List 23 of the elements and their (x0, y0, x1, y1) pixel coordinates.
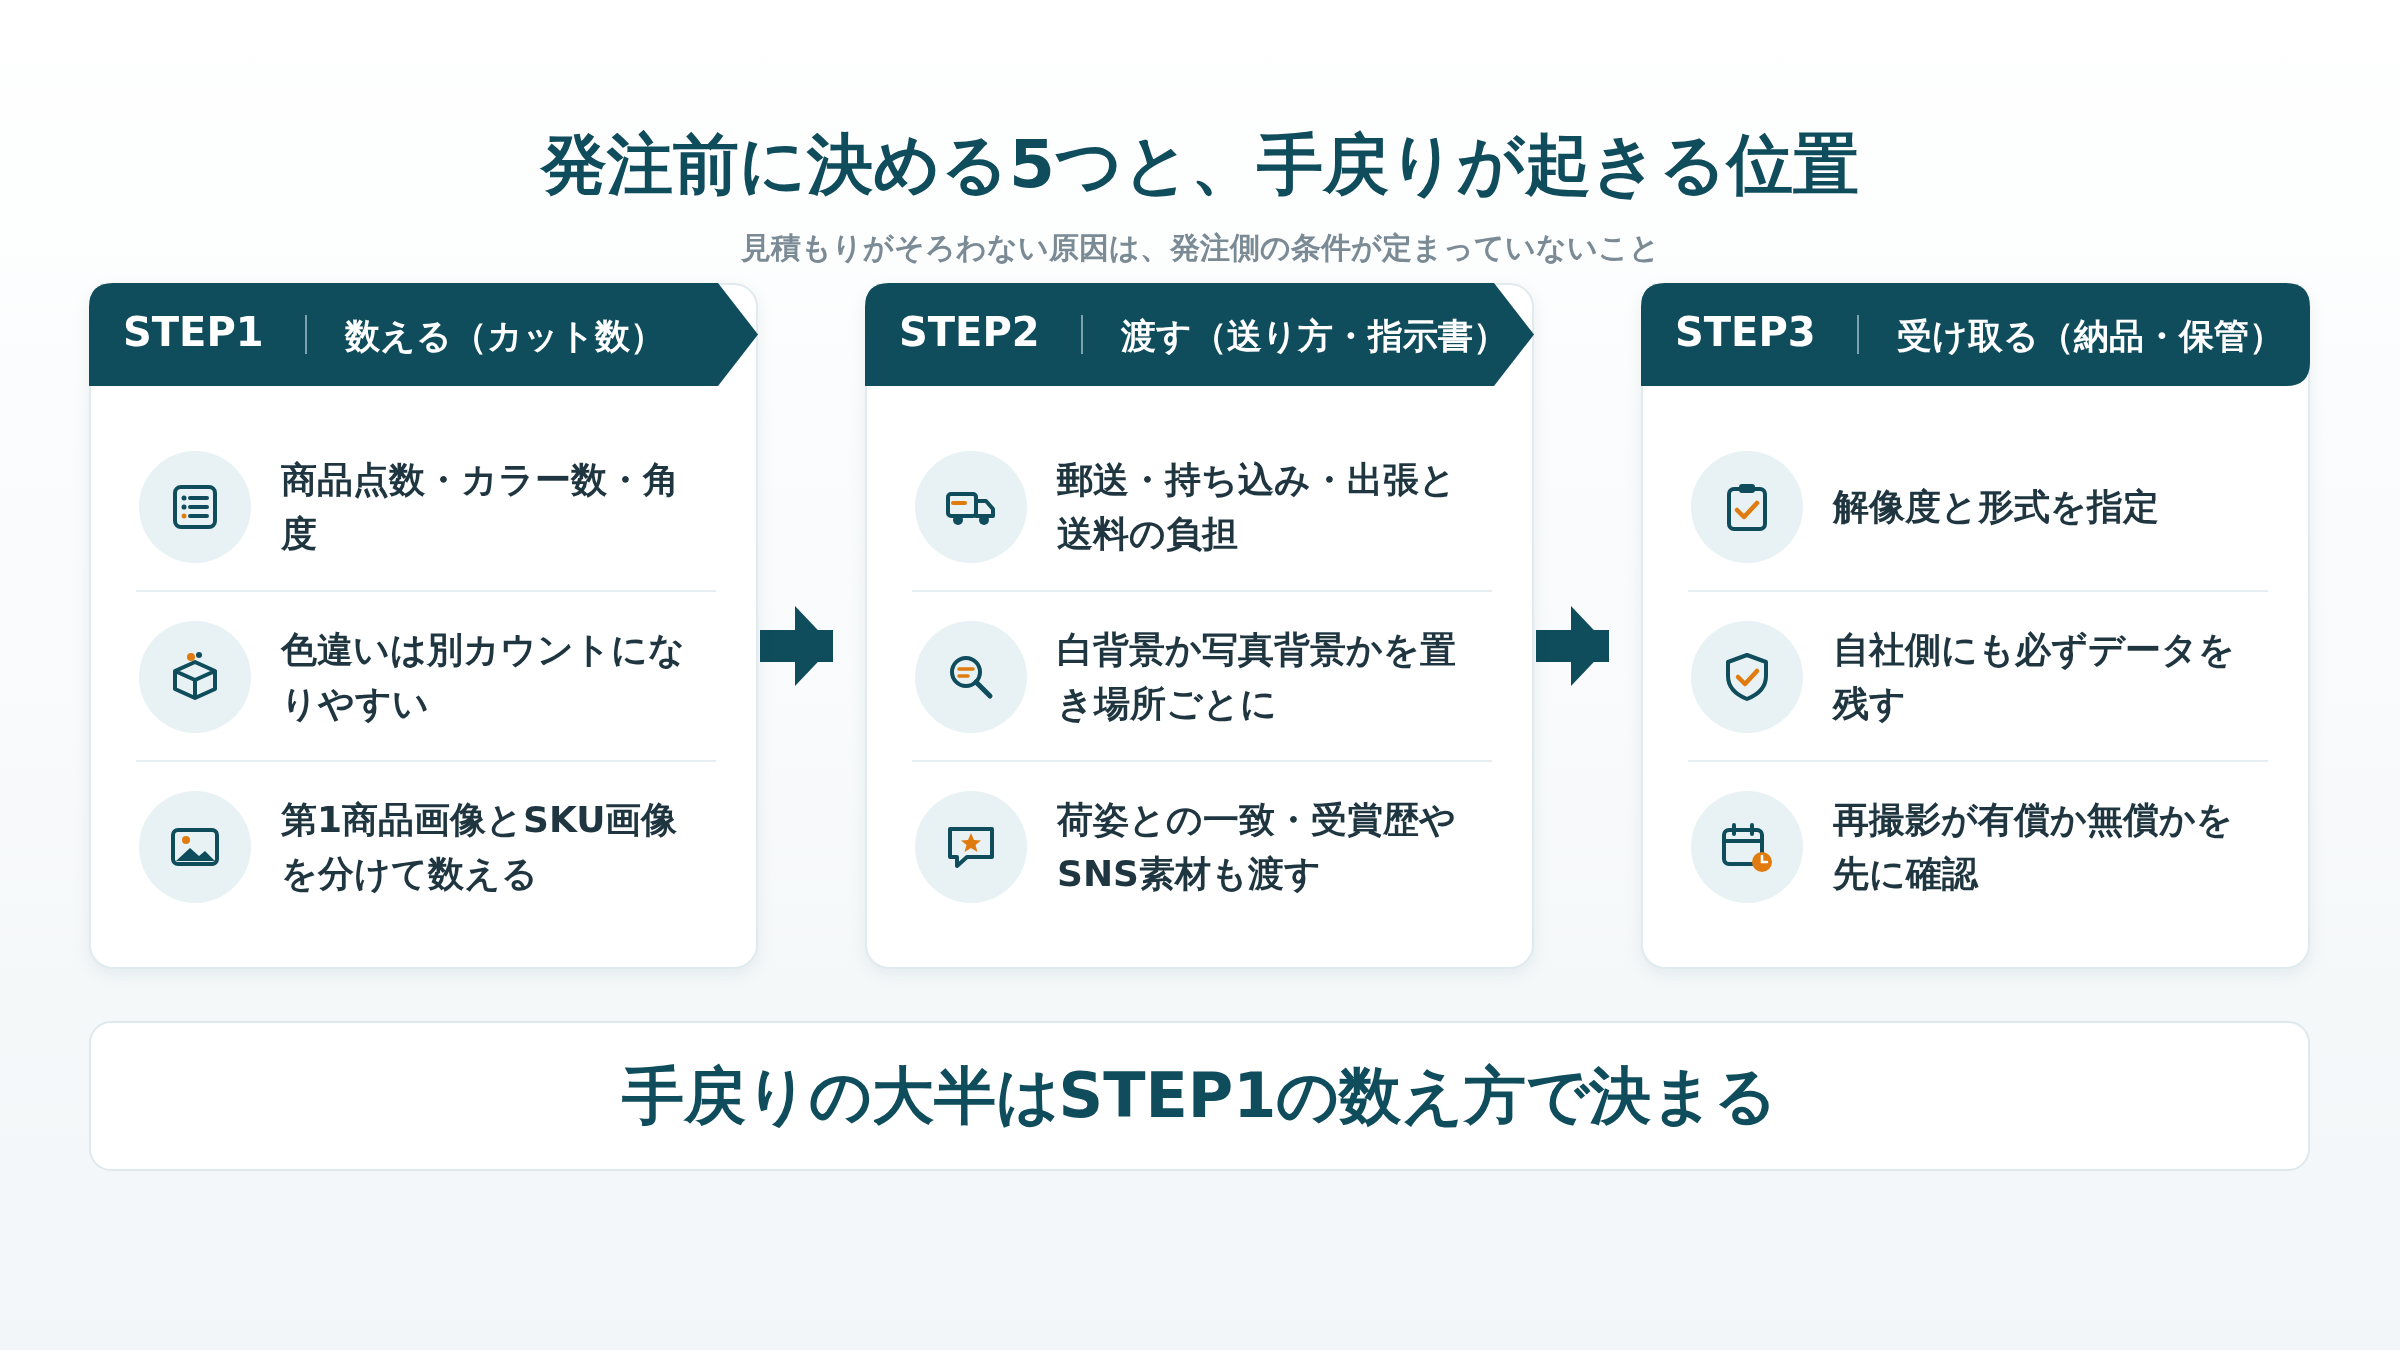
step-number: STEP3 (1675, 309, 1816, 355)
arrow (760, 606, 833, 686)
step-title: 渡す（送り方・指示書） (1121, 315, 1508, 358)
item-text: 郵送・持ち込み・出張と送料の負担 (1057, 458, 1457, 556)
item-text: 自社側にも必ずデータを残す (1833, 628, 2236, 726)
step-number: STEP1 (123, 309, 264, 355)
item-text: 白背景か写真背景かを置き場所ごとに (1057, 628, 1457, 726)
item-text: 再撮影が有償か無償かを先に確認 (1833, 798, 2234, 896)
item-text: 荷姿との一致・受賞歴やSNS素材も渡す (1057, 798, 1457, 896)
title: 発注前に決める5つと、手戻りが起きる位置 (539, 125, 1860, 205)
step-number: STEP2 (899, 309, 1040, 355)
arrow (1536, 606, 1609, 686)
step-card (865, 283, 1534, 969)
step-title: 受け取る（納品・保管） (1897, 315, 2284, 358)
item-text: 解像度と形式を指定 (1833, 485, 2159, 529)
subtitle: 見積もりがそろわない原因は、発注側の条件が定まっていないこと (739, 229, 1661, 267)
step-title: 数える（カット数） (345, 315, 665, 358)
step-card (1641, 283, 2310, 969)
step-card (89, 283, 758, 969)
item-text: 商品点数・カラー数・角度 (281, 458, 680, 556)
summary-banner: 手戻りの大半はSTEP1の数え方で決まる (89, 1021, 2310, 1171)
item-text: 第1商品画像とSKU画像を分けて数える (281, 798, 679, 896)
item-text: 色違いは別カウントになりやすい (281, 628, 686, 726)
